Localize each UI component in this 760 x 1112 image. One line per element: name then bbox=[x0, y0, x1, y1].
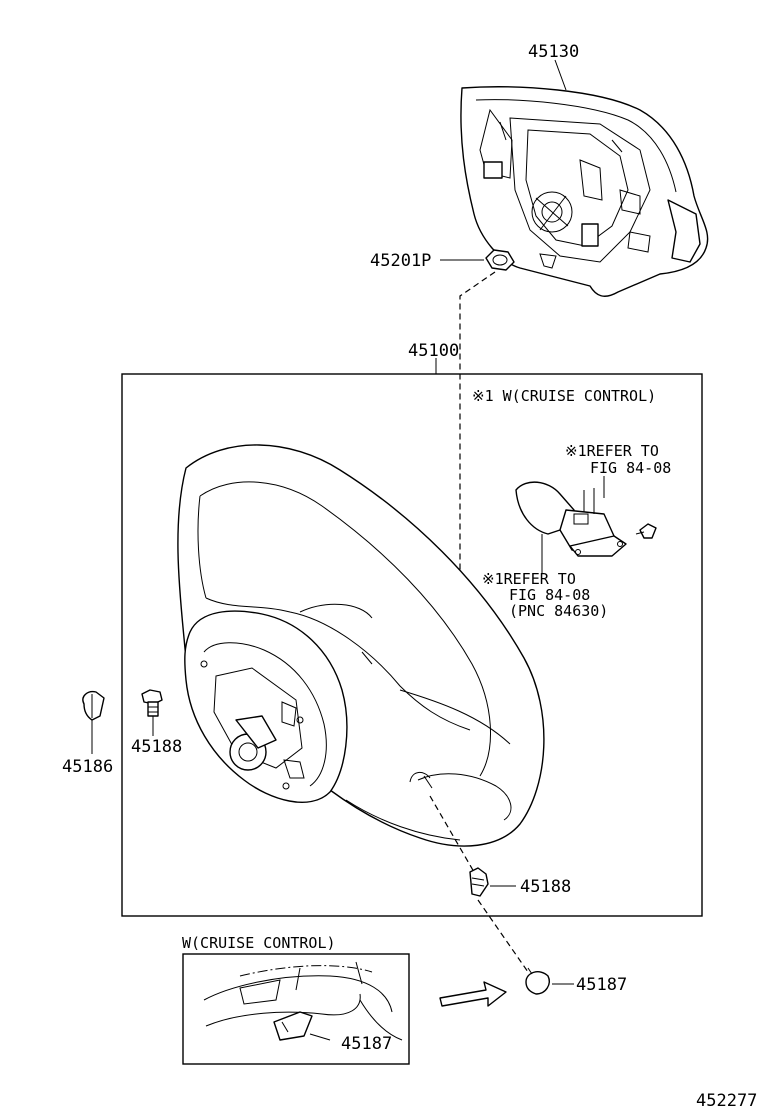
part-label-45130: 45130 bbox=[528, 42, 579, 62]
inset-frame bbox=[182, 953, 410, 1065]
part-label-45187: 45187 bbox=[576, 975, 627, 995]
clip-45186-drawing bbox=[82, 690, 105, 721]
cruise-switch-drawing bbox=[515, 481, 657, 557]
refer-note-lower-1: ※1REFER TO bbox=[482, 570, 576, 588]
part-label-45188-bottom: 45188 bbox=[520, 877, 571, 897]
nut-45201p-drawing bbox=[485, 249, 515, 271]
part-label-45201p: 45201P bbox=[370, 251, 431, 271]
inset-title: W(CRUISE CONTROL) bbox=[182, 934, 336, 952]
part-label-45186: 45186 bbox=[62, 757, 113, 777]
leader-45130 bbox=[554, 59, 567, 91]
refer-note-lower-2: FIG 84-08 bbox=[509, 586, 590, 604]
figure-id: 452277 bbox=[696, 1091, 757, 1111]
refer-note-lower-3: (PNC 84630) bbox=[509, 602, 608, 620]
cover-dashed-line bbox=[477, 899, 529, 973]
cruise-control-note: ※1 W(CRUISE CONTROL) bbox=[472, 387, 656, 405]
refer-note-upper-1: ※1REFER TO bbox=[565, 442, 659, 460]
screw-45188-bottom-drawing bbox=[469, 867, 489, 897]
steering-wheel-drawing bbox=[177, 444, 545, 847]
inset-drawing bbox=[203, 961, 403, 1041]
part-label-45187-inset: 45187 bbox=[341, 1034, 392, 1054]
steering-wheel-assy-frame bbox=[121, 373, 703, 917]
arrow-icon bbox=[439, 981, 507, 1007]
airbag-pad-drawing bbox=[460, 86, 709, 297]
screw-dashed-line bbox=[429, 795, 475, 873]
part-label-45100: 45100 bbox=[408, 341, 459, 361]
cover-45187-drawing bbox=[525, 967, 550, 995]
part-label-45188-left: 45188 bbox=[131, 737, 182, 757]
leader-45187-inset bbox=[309, 1033, 331, 1041]
screw-45188-left-drawing bbox=[141, 689, 163, 717]
refer-note-upper-2: FIG 84-08 bbox=[590, 459, 671, 477]
